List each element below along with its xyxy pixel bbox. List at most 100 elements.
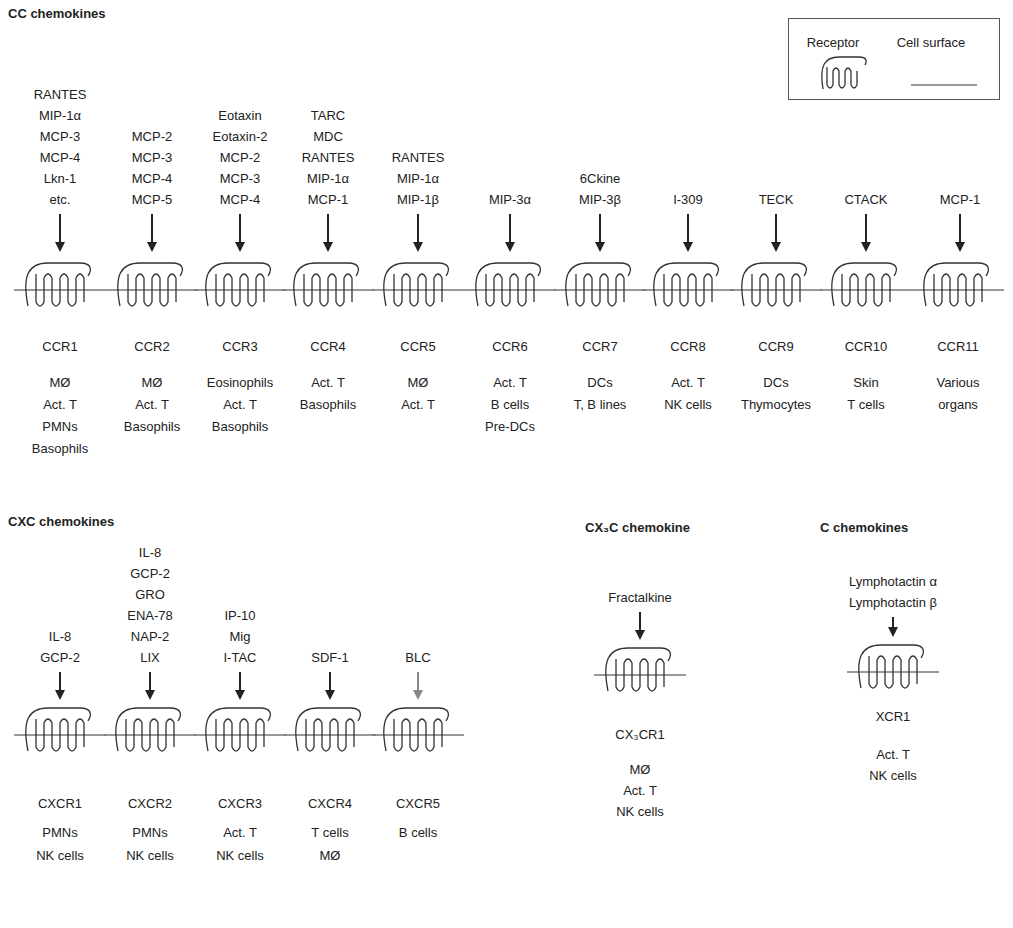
binding-arrow — [683, 214, 693, 252]
receptor-node: CXCR3Act. TNK cells — [192, 703, 288, 866]
receptor-name: XCR1 — [876, 709, 911, 725]
binding-arrow — [145, 672, 155, 700]
receptor-name: CXCR5 — [396, 796, 440, 812]
receptor-symbol — [104, 258, 200, 318]
receptor-name: CCR5 — [400, 339, 435, 355]
receptor-symbol — [192, 703, 288, 763]
cell-type: Thymocytes — [741, 397, 811, 413]
section-heading: CC chemokines — [8, 6, 106, 22]
cell-type: Act. T — [223, 397, 257, 413]
binding-arrow — [861, 214, 871, 252]
receptor-name: CCR1 — [42, 339, 77, 355]
section-heading: C chemokines — [820, 520, 908, 536]
receptor-symbol — [192, 258, 288, 318]
receptor-node: CCR10SkinT cells — [818, 258, 914, 415]
receptor-symbol — [282, 703, 378, 763]
binding-arrow — [55, 672, 65, 700]
cell-type: NK cells — [216, 848, 264, 864]
cell-type: Act. T — [623, 783, 657, 799]
cell-type: T cells — [311, 825, 348, 841]
binding-arrow — [55, 214, 65, 252]
binding-arrow — [955, 214, 965, 252]
chemokine-name: MCP-2 — [220, 150, 260, 166]
receptor-name: CCR10 — [845, 339, 888, 355]
binding-arrow — [635, 612, 645, 640]
receptor-symbol — [280, 258, 376, 318]
receptor-name: CXCR2 — [128, 796, 172, 812]
chemokine-name: MCP-3 — [132, 150, 172, 166]
receptor-name: CCR8 — [670, 339, 705, 355]
cell-type: Basophils — [300, 397, 356, 413]
receptor-name: CCR11 — [937, 339, 979, 355]
chemokine-name: CTACK — [844, 192, 887, 208]
cell-type: Various — [936, 375, 979, 391]
binding-arrow — [888, 617, 898, 637]
receptor-symbol — [845, 640, 941, 700]
receptor-name: CCR9 — [758, 339, 793, 355]
cell-type: Skin — [853, 375, 878, 391]
cell-type: organs — [938, 397, 978, 413]
chemokine-name: RANTES — [302, 150, 355, 166]
receptor-symbol — [462, 258, 558, 318]
chemokine-name: MCP-3 — [40, 129, 80, 145]
chemokine-name: MIP-1β — [397, 192, 439, 208]
chemokine-name: Mig — [230, 629, 251, 645]
chemokine-name: Lymphotactin α — [849, 574, 937, 590]
receptor-name: CCR4 — [310, 339, 345, 355]
cell-type: Act. T — [135, 397, 169, 413]
receptor-node: CXCR5 B cells — [370, 703, 466, 843]
receptor-node: CXCR4T cellsMØ — [282, 703, 378, 866]
cell-type: MØ — [50, 375, 71, 391]
chemokine-name: MIP-3α — [489, 192, 531, 208]
cell-type: B cells — [399, 825, 437, 841]
binding-arrow — [147, 214, 157, 252]
receptor-node: CCR4Act. T Basophils — [280, 258, 376, 415]
receptor-node: CCR11Various organs — [910, 258, 1006, 415]
receptor-symbol — [102, 703, 198, 763]
receptor-node: CCR9DCsThymocytes — [728, 258, 824, 415]
chemokine-name: MCP-2 — [132, 129, 172, 145]
cell-type: PMNs — [42, 419, 77, 435]
cell-type: Basophils — [32, 441, 88, 457]
cell-type: Pre-DCs — [485, 419, 535, 435]
chemokine-name: IL-8 — [49, 629, 71, 645]
cell-type: NK cells — [869, 768, 917, 784]
legend-text: Receptor — [807, 35, 860, 51]
binding-arrow — [771, 214, 781, 252]
receptor-symbol — [552, 258, 648, 318]
chemokine-name: I-TAC — [224, 650, 257, 666]
chemokine-name: Lymphotactin β — [849, 595, 937, 611]
cell-type: MØ — [320, 848, 341, 864]
chemokine-name: MDC — [313, 129, 343, 145]
receptor-node: CXCR2PMNs NK cells — [102, 703, 198, 866]
cell-type: Act. T — [311, 375, 345, 391]
cell-type: MØ — [142, 375, 163, 391]
chemokine-name: MIP-1α — [307, 171, 349, 187]
cell-type: NK cells — [126, 848, 174, 864]
chemokine-name: IP-10 — [224, 608, 255, 624]
legend-box: Receptor Cell surface — [788, 18, 1000, 100]
chemokine-name: MIP-1α — [397, 171, 439, 187]
receptor-node: CXCR1PMNsNK cells — [12, 703, 108, 866]
receptor-symbol — [910, 258, 1006, 318]
legend-text: Cell surface — [897, 35, 966, 51]
chemokine-name: TECK — [759, 192, 794, 208]
chemokine-name: GCP-2 — [40, 650, 80, 666]
chemokine-name: NAP-2 — [131, 629, 169, 645]
receptor-name: CCR3 — [222, 339, 257, 355]
cell-type: Basophils — [212, 419, 268, 435]
receptor-symbol — [640, 258, 736, 318]
cell-type: B cells — [491, 397, 529, 413]
cell-type: DCs — [587, 375, 612, 391]
cell-type: Act. T — [401, 397, 435, 413]
chemokine-name: MCP-1 — [940, 192, 980, 208]
receptor-symbol — [12, 703, 108, 763]
chemokine-name: MCP-4 — [132, 171, 172, 187]
receptor-symbol — [592, 643, 688, 703]
receptor-node: XCR1Act. TNK cells — [845, 640, 941, 786]
chemokine-name: MCP-1 — [308, 192, 348, 208]
chemokine-name: RANTES — [34, 87, 87, 103]
chemokine-name: LIX — [140, 650, 160, 666]
cell-type: PMNs — [132, 825, 167, 841]
binding-arrow — [235, 672, 245, 700]
